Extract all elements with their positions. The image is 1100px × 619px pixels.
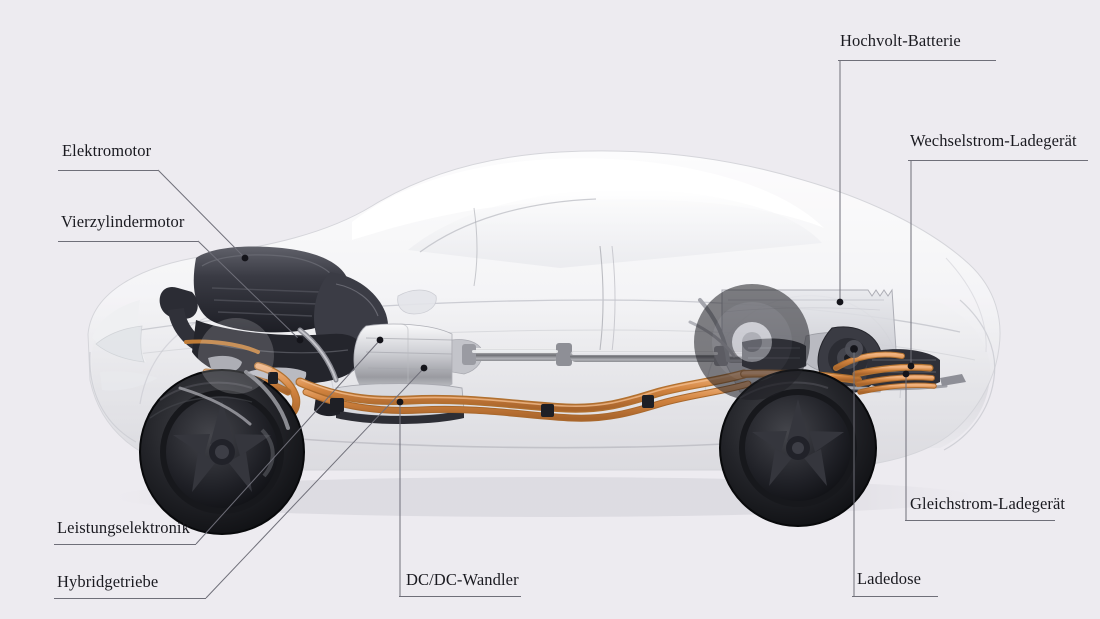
callout-label-hochvolt-batterie: Hochvolt-Batterie <box>840 31 961 50</box>
callout-label-hybridgetriebe: Hybridgetriebe <box>57 572 159 591</box>
callout-rule-gleichstrom-ladegeraet <box>905 520 1055 521</box>
callout-rule-vierzylindermotor <box>58 241 198 242</box>
callout-label-dcdc-wandler: DC/DC-Wandler <box>406 570 519 589</box>
callout-rule-hochvolt-batterie <box>838 60 996 61</box>
callout-label-leistungselektronik: Leistungselektronik <box>57 518 190 537</box>
charge-port <box>845 340 863 358</box>
callout-rule-wechselstrom-ladegeraet <box>908 160 1088 161</box>
callout-label-elektromotor: Elektromotor <box>62 141 152 160</box>
callout-rule-ladedose <box>852 596 938 597</box>
callout-rule-elektromotor <box>58 170 158 171</box>
callout-label-gleichstrom-ladegeraet: Gleichstrom-Ladegerät <box>910 494 1066 513</box>
callout-rule-hybridgetriebe <box>54 598 206 599</box>
callout-label-wechselstrom-ladegeraet: Wechselstrom-Ladegerät <box>910 131 1077 150</box>
callout-rule-dcdc-wandler <box>399 596 521 597</box>
callout-rule-leistungselektronik <box>54 544 196 545</box>
rear-wheel <box>719 369 877 527</box>
callout-label-vierzylindermotor: Vierzylindermotor <box>61 212 185 231</box>
front-wheel <box>139 369 305 535</box>
callout-label-ladedose: Ladedose <box>857 569 922 588</box>
